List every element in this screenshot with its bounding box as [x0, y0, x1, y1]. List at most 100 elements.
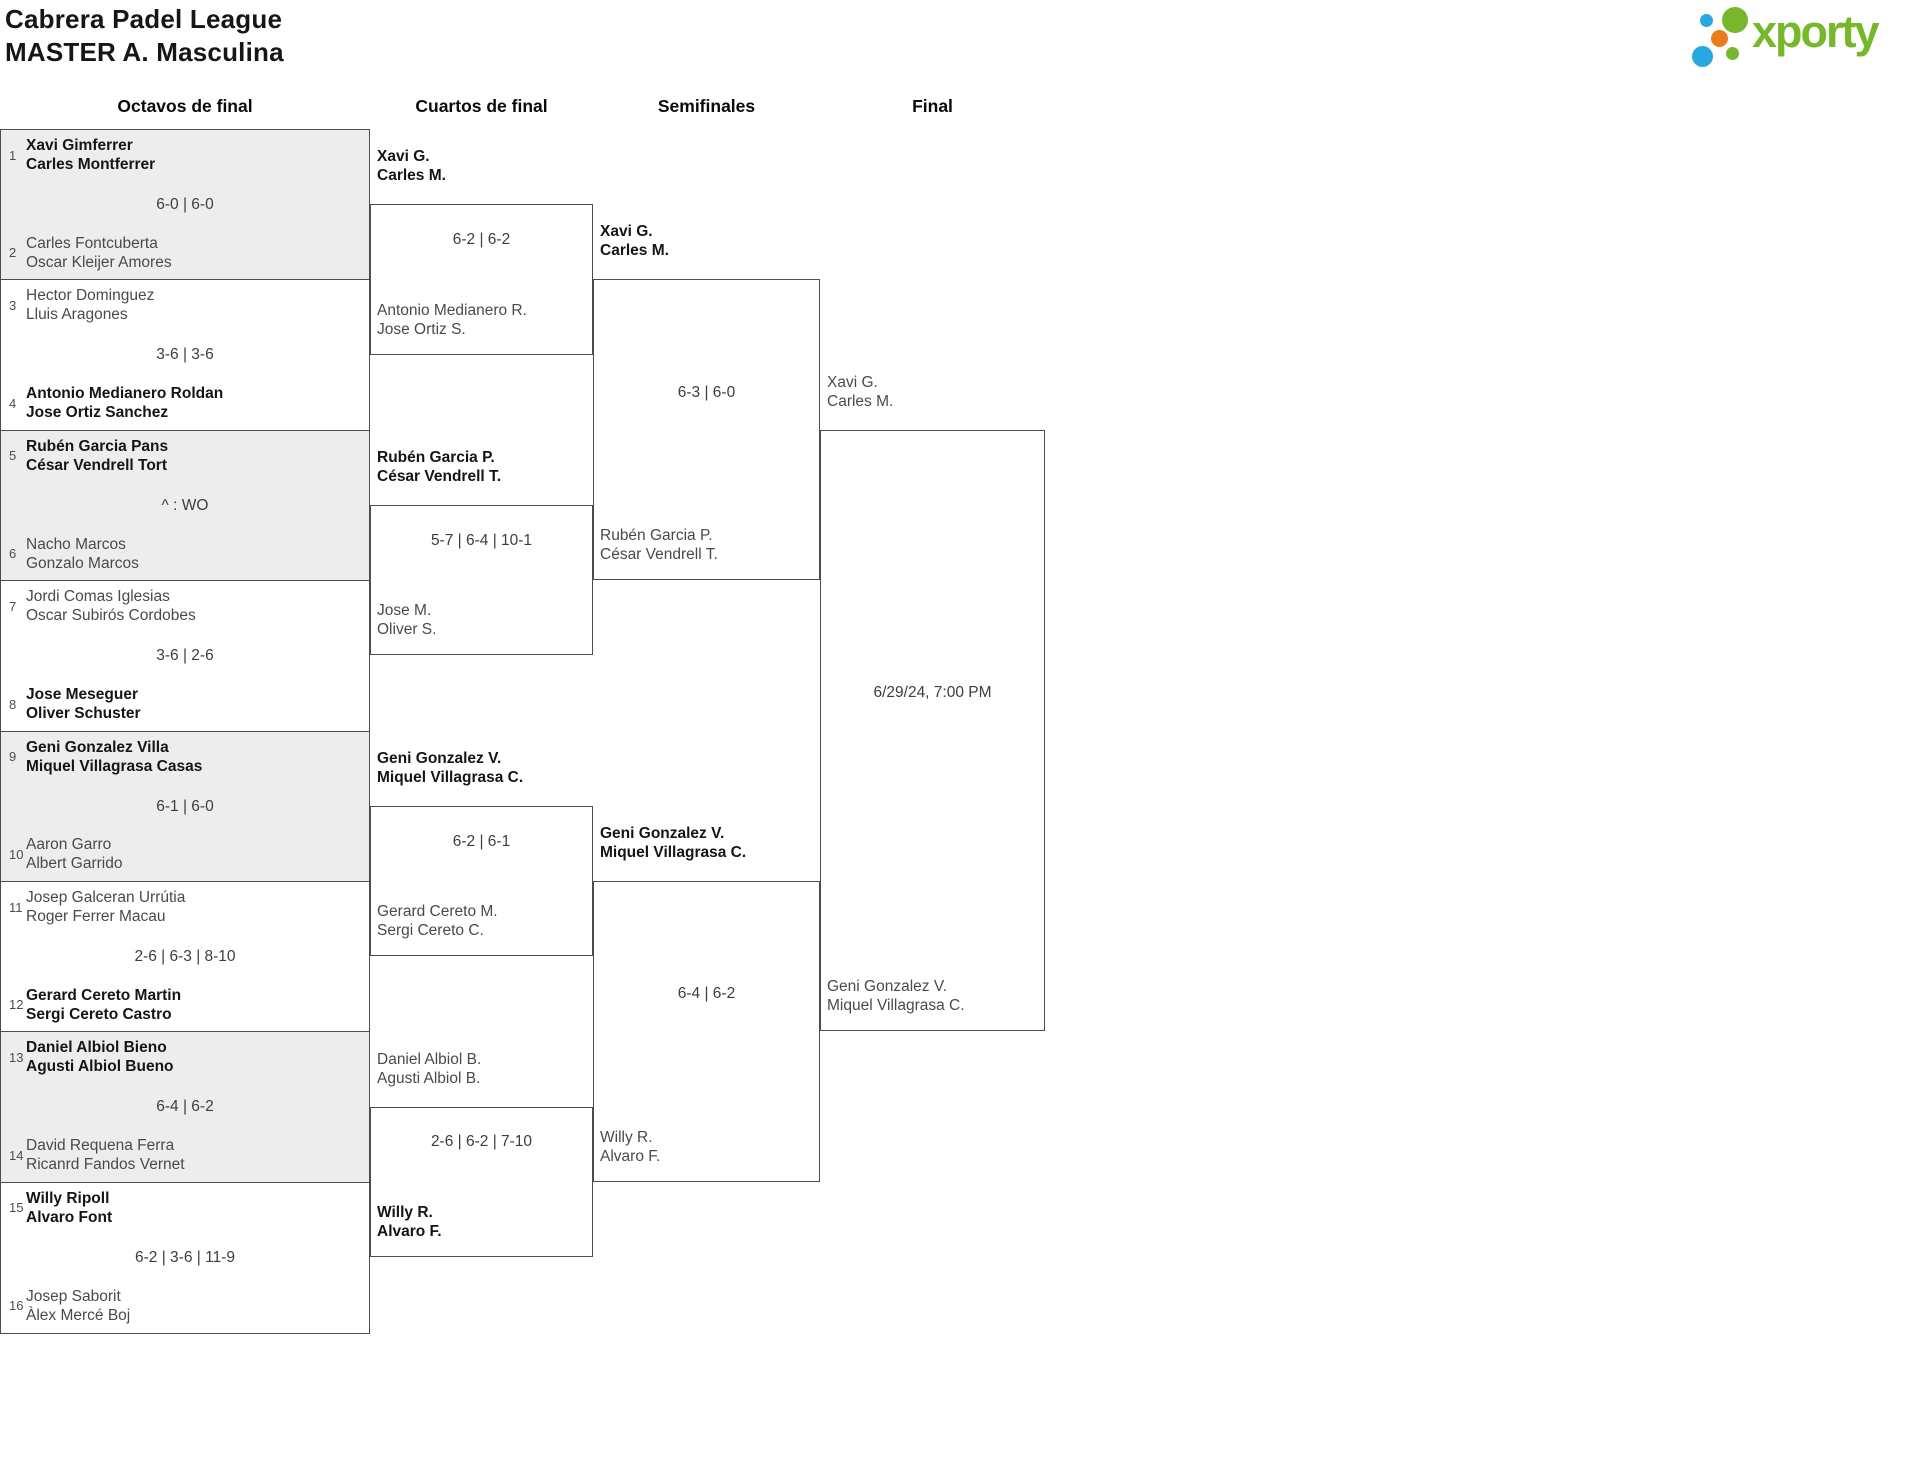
- match-score: 6-1 | 6-0: [156, 797, 214, 815]
- match-qf-4[interactable]: [370, 1106, 593, 1257]
- seed-number: 4: [9, 395, 17, 411]
- match-schedule: 6/29/24, 7:00 PM: [873, 684, 992, 701]
- team-label: Willy R.Alvaro F.: [600, 1129, 661, 1165]
- team-label: Willy R.Alvaro F.: [377, 1204, 442, 1240]
- page-title: Cabrera Padel League MASTER A. Masculina: [5, 3, 284, 69]
- match-score: 5-7 | 6-4 | 10-1: [430, 532, 533, 549]
- match-score: 6-2 | 6-2: [452, 231, 511, 248]
- seed-number: 5: [9, 448, 17, 464]
- match-score: 3-6 | 3-6: [156, 346, 214, 364]
- match-score: 6-2 | 3-6 | 11-9: [135, 1248, 235, 1266]
- seed-number: 3: [9, 297, 17, 313]
- match-score: 3-6 | 2-6: [156, 647, 214, 665]
- match-qf-2[interactable]: [370, 505, 593, 656]
- team-label: Xavi G.Carles M.: [377, 148, 446, 184]
- match-final[interactable]: [820, 429, 1045, 1032]
- match-sf-2[interactable]: [593, 881, 820, 1182]
- match-score: 6-4 | 6-2: [156, 1098, 214, 1116]
- seed-number: 13: [9, 1049, 24, 1065]
- seed-number: 10: [9, 846, 24, 862]
- match-score: 2-6 | 6-2 | 7-10: [430, 1133, 533, 1150]
- team-label: Geni Gonzalez V.Miquel Villagrasa C.: [377, 750, 524, 786]
- logo-wordmark: xporty: [1752, 6, 1880, 57]
- team-label: Gerard Cereto M.Sergi Cereto C.: [377, 903, 498, 939]
- team-label: Xavi G.Carles M.: [600, 223, 669, 259]
- match-qf-3[interactable]: [370, 805, 593, 957]
- logo-dot-icon: [1700, 14, 1713, 27]
- seed-number: 6: [9, 546, 17, 562]
- seed-number: 12: [9, 997, 24, 1013]
- match-score: ^ : WO: [161, 496, 209, 514]
- team-label: Rubén Garcia P.César Vendrell T.: [600, 527, 718, 563]
- seed-number: 11: [9, 899, 23, 915]
- seed-number: 7: [9, 598, 17, 614]
- team-label: Geni Gonzalez V.Miquel Villagrasa C.: [827, 978, 965, 1014]
- seed-number: 8: [9, 696, 17, 712]
- team-label: Geni Gonzalez V.Miquel Villagrasa C.: [600, 825, 747, 861]
- seed-number: 15: [9, 1200, 24, 1216]
- match-sf-1[interactable]: [593, 279, 820, 581]
- match-score: 2-6 | 6-3 | 8-10: [134, 947, 236, 965]
- tournament-name: Cabrera Padel League: [5, 4, 283, 34]
- team-label: Antonio Medianero R.Jose Ortiz S.: [377, 302, 527, 338]
- round-header-semifinales: Semifinales: [657, 96, 756, 116]
- round-header-cuartos: Cuartos de final: [415, 96, 548, 116]
- logo-dot-icon: [1726, 47, 1739, 60]
- logo-dot-icon: [1711, 30, 1728, 47]
- match-score: 6-0 | 6-0: [156, 195, 214, 213]
- match-score: 6-4 | 6-2: [677, 985, 736, 1002]
- logo-dot-icon: [1692, 46, 1713, 67]
- logo-dot-icon: [1722, 7, 1748, 33]
- match-score: 6-2 | 6-1: [452, 833, 511, 850]
- seed-number: 2: [9, 245, 17, 261]
- seed-number: 14: [9, 1147, 24, 1163]
- seed-number: 9: [9, 749, 17, 765]
- team-label: Rubén Garcia P.César Vendrell T.: [377, 449, 502, 485]
- seed-number: 1: [9, 147, 17, 163]
- match-qf-1[interactable]: [370, 204, 593, 355]
- team-label: Daniel Albiol B.Agusti Albiol B.: [377, 1051, 482, 1087]
- round-header-final: Final: [912, 96, 953, 116]
- category-name: MASTER A. Masculina: [5, 37, 284, 67]
- team-label: Jose M.Oliver S.: [377, 602, 437, 638]
